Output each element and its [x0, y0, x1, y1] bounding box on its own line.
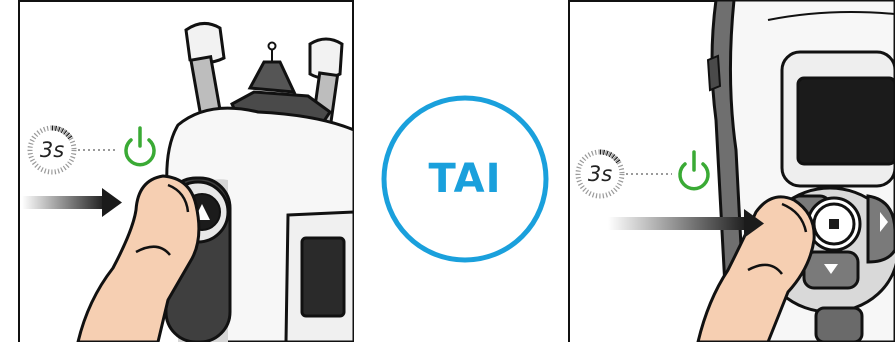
power-button[interactable] [808, 198, 860, 250]
push-arrow-icon [22, 188, 122, 217]
device-screen [798, 78, 895, 164]
left-illustration-panel: 3s [18, 0, 354, 342]
timer-3s-icon: 3s [576, 150, 624, 198]
badge-label: TAI [380, 94, 550, 264]
power-icon [126, 128, 154, 165]
left-illustration: 3s [18, 0, 354, 342]
right-illustration: 3s [568, 0, 895, 342]
device-screen [302, 238, 344, 316]
timer-3s-icon: 3s [28, 126, 76, 174]
power-icon [680, 152, 708, 189]
center-badge: TAI [380, 94, 550, 264]
timer-label: 3s [588, 162, 612, 186]
timer-label: 3s [40, 138, 64, 162]
right-illustration-panel: 3s [568, 0, 895, 342]
